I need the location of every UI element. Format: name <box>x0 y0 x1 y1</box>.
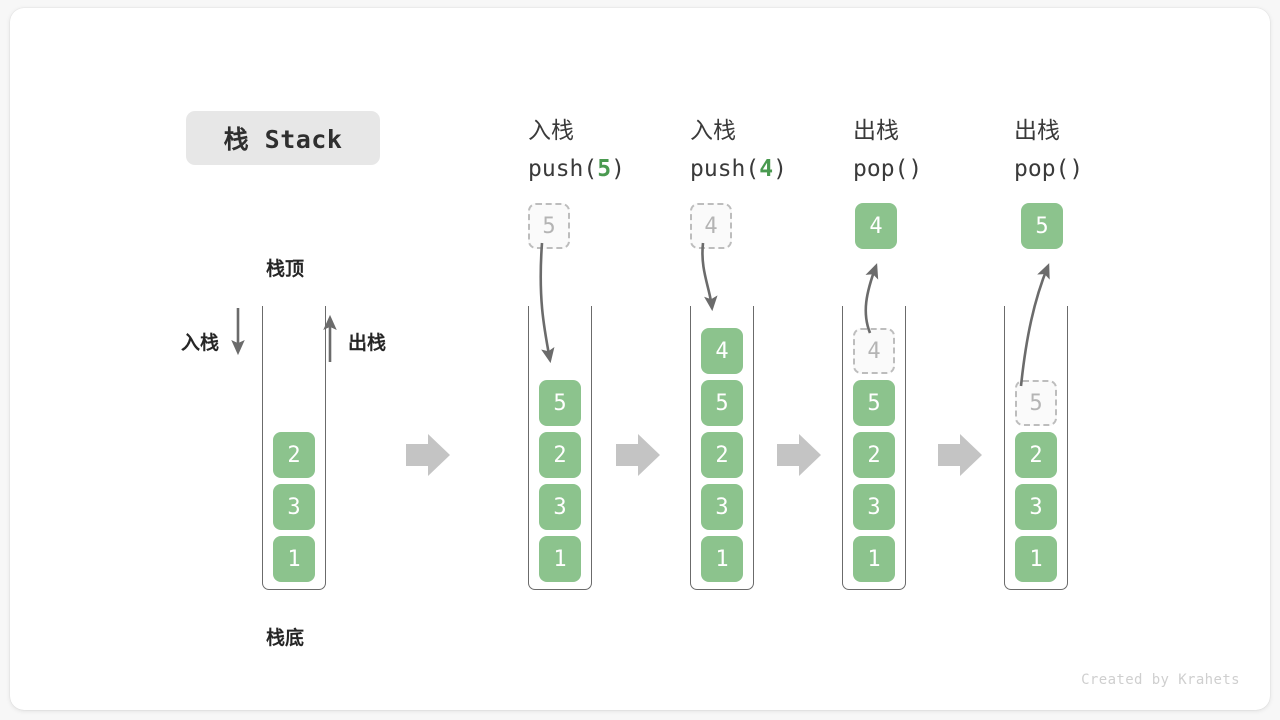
floating-ghost-cell: 4 <box>690 203 732 249</box>
stack-cell: 1 <box>539 536 581 582</box>
stack-cell: 2 <box>701 432 743 478</box>
floating-popped-cell: 4 <box>855 203 897 249</box>
transition-arrow <box>938 434 982 476</box>
stack-cell: 2 <box>1015 432 1057 478</box>
code-argument: 4 <box>759 156 774 182</box>
stack-cell: 5 <box>701 380 743 426</box>
stack-cell: 2 <box>853 432 895 478</box>
stack-cell: 4 <box>701 328 743 374</box>
stack-cell: 1 <box>273 536 315 582</box>
stack-cell: 3 <box>539 484 581 530</box>
stack-container-initial <box>262 306 326 590</box>
column-header-push-4: 入栈 push(4) <box>690 112 787 188</box>
push-4-curve <box>701 242 718 312</box>
stack-cell: 1 <box>853 536 895 582</box>
stack-bottom-label: 栈底 <box>266 627 305 649</box>
stack-ghost-cell: 4 <box>853 328 895 374</box>
code-suffix: ) <box>611 156 625 182</box>
header-code-text: pop() <box>853 150 922 188</box>
header-cn-text: 入栈 <box>690 118 736 144</box>
header-cn-text: 入栈 <box>528 118 574 144</box>
header-cn-text: 出栈 <box>1014 118 1060 144</box>
stack-cell: 3 <box>853 484 895 530</box>
transition-arrow <box>406 434 450 476</box>
push-label-left: 入栈 <box>181 332 220 354</box>
code-prefix: push( <box>690 156 760 182</box>
column-header-pop-2: 出栈 pop() <box>1014 112 1083 188</box>
header-cn-text: 出栈 <box>853 118 899 144</box>
stack-cell: 3 <box>273 484 315 530</box>
code-suffix: ) <box>1069 156 1084 182</box>
stack-container-pop-1 <box>842 306 906 590</box>
header-code-text: pop() <box>1014 150 1083 188</box>
pop-label-left: 出栈 <box>348 332 387 354</box>
code-suffix: ) <box>773 156 787 182</box>
stack-cell: 5 <box>853 380 895 426</box>
code-prefix: push( <box>528 156 598 182</box>
stack-cell: 1 <box>701 536 743 582</box>
diagram-card: 栈 Stack 栈顶 入栈 出栈 2 3 1 栈底 入栈 push(5) 5 5… <box>10 8 1270 710</box>
transition-arrow <box>777 434 821 476</box>
title-badge: 栈 Stack <box>186 111 380 165</box>
code-argument: 5 <box>597 156 612 182</box>
code-suffix: ) <box>908 156 923 182</box>
header-code-text: push(4) <box>690 150 787 188</box>
stack-container-pop-2 <box>1004 306 1068 590</box>
stack-ghost-cell: 5 <box>1015 380 1057 426</box>
column-header-pop-1: 出栈 pop() <box>853 112 922 188</box>
stack-top-label: 栈顶 <box>266 258 305 280</box>
stack-cell: 2 <box>273 432 315 478</box>
floating-ghost-cell: 5 <box>528 203 570 249</box>
credit-text: Created by Krahets <box>1081 672 1240 688</box>
stack-container-push-5 <box>528 306 592 590</box>
code-prefix: pop( <box>1014 156 1070 182</box>
stack-cell: 3 <box>1015 484 1057 530</box>
stack-cell: 5 <box>539 380 581 426</box>
transition-arrow <box>616 434 660 476</box>
stack-cell: 1 <box>1015 536 1057 582</box>
stack-cell: 3 <box>701 484 743 530</box>
column-header-push-5: 入栈 push(5) <box>528 112 625 188</box>
stack-container-push-4 <box>690 306 754 590</box>
header-code-text: push(5) <box>528 150 625 188</box>
stack-cell: 2 <box>539 432 581 478</box>
code-prefix: pop( <box>853 156 909 182</box>
floating-popped-cell: 5 <box>1021 203 1063 249</box>
